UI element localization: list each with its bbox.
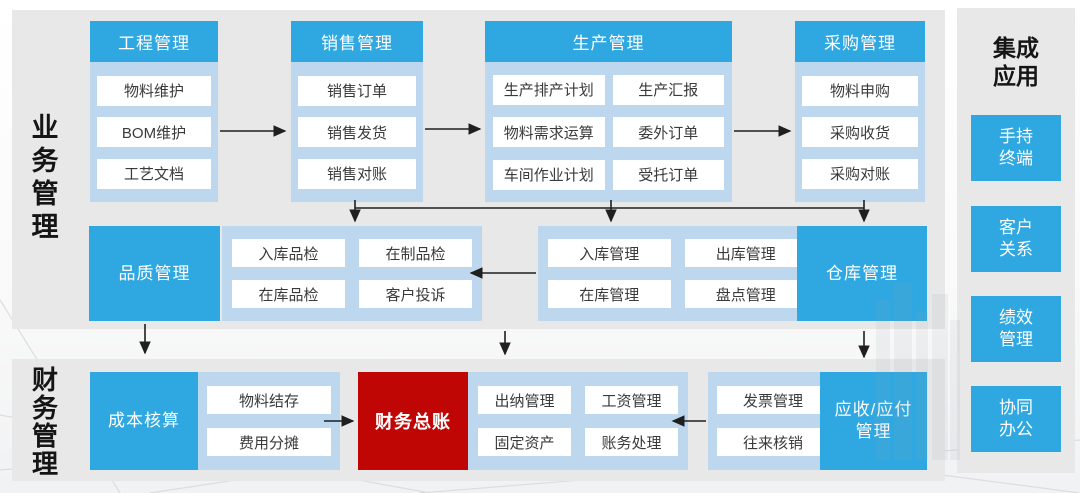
item-mrp-calculation: 物料需求运算 [493, 117, 605, 147]
engineering-header: 工程管理 [90, 21, 218, 62]
item-incoming-inspection: 入库品检 [232, 239, 345, 267]
finance-section-label: 财务管理 [31, 365, 58, 479]
ar-ap-line1: 应收/应付 [834, 400, 913, 419]
integration-customer-relations: 客户 关系 [971, 206, 1061, 272]
item-stock-management: 在库管理 [548, 280, 671, 308]
item-production-scheduling: 生产排产计划 [493, 74, 605, 105]
quality-items-panel: 入库品检 在制品检 在库品检 客户投诉 [222, 226, 482, 321]
office-line2: 办公 [999, 420, 1033, 439]
item-sales-delivery: 销售发货 [298, 117, 416, 147]
performance-line2: 管理 [999, 330, 1033, 349]
integration-collaborative-office: 协同 办公 [971, 386, 1061, 452]
integration-title: 集成应用 [993, 35, 1039, 89]
item-purchase-receiving: 采购收货 [802, 117, 918, 147]
general-ledger-box: 财务总账 [358, 372, 468, 470]
item-purchase-reconciliation: 采购对账 [802, 158, 918, 189]
cost-items-panel: 物料结存 费用分摊 [198, 372, 340, 470]
item-process-documents: 工艺文档 [97, 158, 211, 189]
item-inbound-management: 入库管理 [548, 239, 671, 267]
purchasing-items: 物料申购 采购收货 采购对账 [795, 62, 925, 202]
item-sales-reconciliation: 销售对账 [298, 158, 416, 189]
warehouse-management-box: 仓库管理 [797, 226, 927, 321]
warehouse-items-panel: 入库管理 出库管理 在库管理 盘点管理 [538, 226, 817, 321]
performance-line1: 绩效 [999, 308, 1033, 327]
item-stock-inspection: 在库品检 [232, 280, 345, 308]
item-fixed-assets: 固定资产 [478, 428, 571, 456]
item-sales-order: 销售订单 [298, 75, 416, 106]
item-production-report: 生产汇报 [612, 74, 724, 105]
ar-ap-line2: 管理 [855, 422, 892, 441]
item-account-processing: 账务处理 [585, 428, 678, 456]
item-outsourcing-order: 委外订单 [612, 117, 724, 147]
office-line1: 协同 [999, 398, 1033, 417]
item-payroll-management: 工资管理 [585, 386, 678, 414]
cost-accounting-box: 成本核算 [90, 372, 198, 470]
integration-performance-management: 绩效 管理 [971, 296, 1061, 362]
handheld-line1: 手持 [999, 127, 1033, 146]
item-customer-complaints: 客户投诉 [359, 280, 472, 308]
item-transaction-writeoff: 往来核销 [717, 428, 829, 456]
item-outbound-management: 出库管理 [684, 239, 807, 267]
item-cashier-management: 出纳管理 [478, 386, 571, 414]
invoice-items-panel: 发票管理 往来核销 [708, 372, 838, 470]
production-items: 生产排产计划 生产汇报 物料需求运算 委外订单 车间作业计划 受托订单 [485, 62, 732, 202]
sales-column: 销售管理 销售订单 销售发货 销售对账 [291, 21, 423, 202]
production-column: 生产管理 生产排产计划 生产汇报 物料需求运算 委外订单 车间作业计划 受托订单 [485, 21, 732, 202]
crm-line2: 关系 [999, 240, 1033, 259]
business-section-label: 业务管理 [31, 113, 59, 242]
crm-line1: 客户 [999, 218, 1033, 237]
quality-management-box: 品质管理 [89, 226, 220, 321]
engineering-items: 物料维护 BOM维护 工艺文档 [90, 62, 218, 202]
item-bom-maintenance: BOM维护 [97, 117, 211, 147]
purchasing-header: 采购管理 [795, 21, 925, 62]
integration-handheld-terminal: 手持 终端 [971, 115, 1061, 181]
item-stocktaking-management: 盘点管理 [684, 280, 807, 308]
item-in-process-inspection: 在制品检 [359, 239, 472, 267]
item-material-requisition: 物料申购 [802, 75, 918, 106]
item-material-balance: 物料结存 [207, 386, 331, 414]
ar-ap-management-box: 应收/应付 管理 [820, 372, 927, 470]
item-expense-allocation: 费用分摊 [207, 428, 331, 456]
item-material-maintenance: 物料维护 [97, 75, 211, 106]
handheld-line2: 终端 [999, 149, 1033, 168]
item-workshop-plan: 车间作业计划 [493, 159, 605, 190]
item-consignment-order: 受托订单 [612, 159, 724, 190]
engineering-column: 工程管理 物料维护 BOM维护 工艺文档 [90, 21, 218, 202]
sales-header: 销售管理 [291, 21, 423, 62]
sales-items: 销售订单 销售发货 销售对账 [291, 62, 423, 202]
production-header: 生产管理 [485, 21, 732, 62]
purchasing-column: 采购管理 物料申购 采购收货 采购对账 [795, 21, 925, 202]
accounting-items-panel: 出纳管理 工资管理 固定资产 账务处理 [468, 372, 688, 470]
item-invoice-management: 发票管理 [717, 386, 829, 414]
